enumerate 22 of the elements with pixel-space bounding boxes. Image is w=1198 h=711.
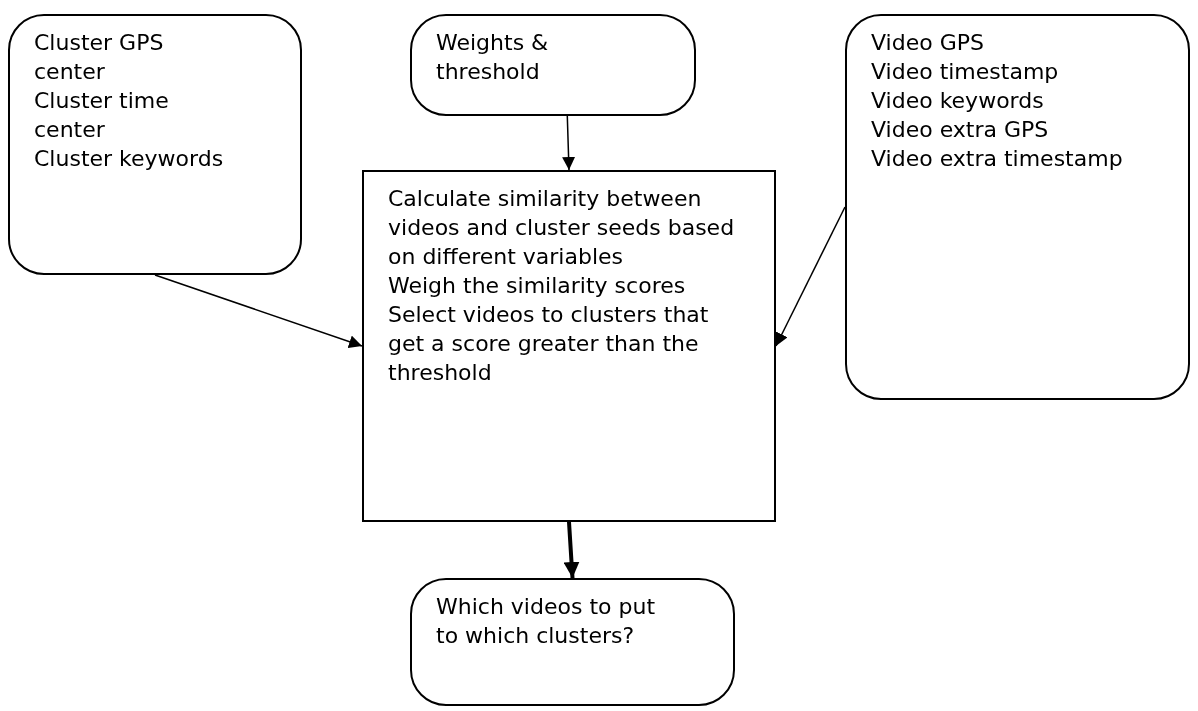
rounded-box (8, 14, 302, 275)
box-text: Video extra timestamp (871, 145, 1124, 173)
box-text: Video timestamp (871, 58, 1060, 86)
arrow (154, 274, 363, 348)
box-text: Calculate similarity between videos and cluster seeds based on different variables (388, 185, 736, 271)
arrow (562, 115, 576, 171)
process-box (362, 170, 776, 522)
box-text: Video GPS (871, 29, 985, 57)
box-text: Weigh the similarity scores (388, 272, 687, 300)
rounded-box (410, 14, 696, 116)
arrow (775, 206, 846, 347)
box-text: Which videos to put to which clusters? (436, 593, 656, 650)
box-text: Video extra GPS (871, 116, 1050, 144)
box-text: Cluster GPS center (34, 29, 165, 86)
box-text: Video keywords (871, 87, 1045, 115)
box-text: Cluster keywords (34, 145, 225, 173)
arrow (563, 521, 580, 579)
rounded-box (845, 14, 1190, 400)
rounded-box (410, 578, 735, 706)
box-text: Weights & threshold (436, 29, 550, 86)
box-text: Select videos to clusters that get a score greater than the threshold (388, 301, 710, 387)
box-text: Cluster time center (34, 87, 170, 144)
